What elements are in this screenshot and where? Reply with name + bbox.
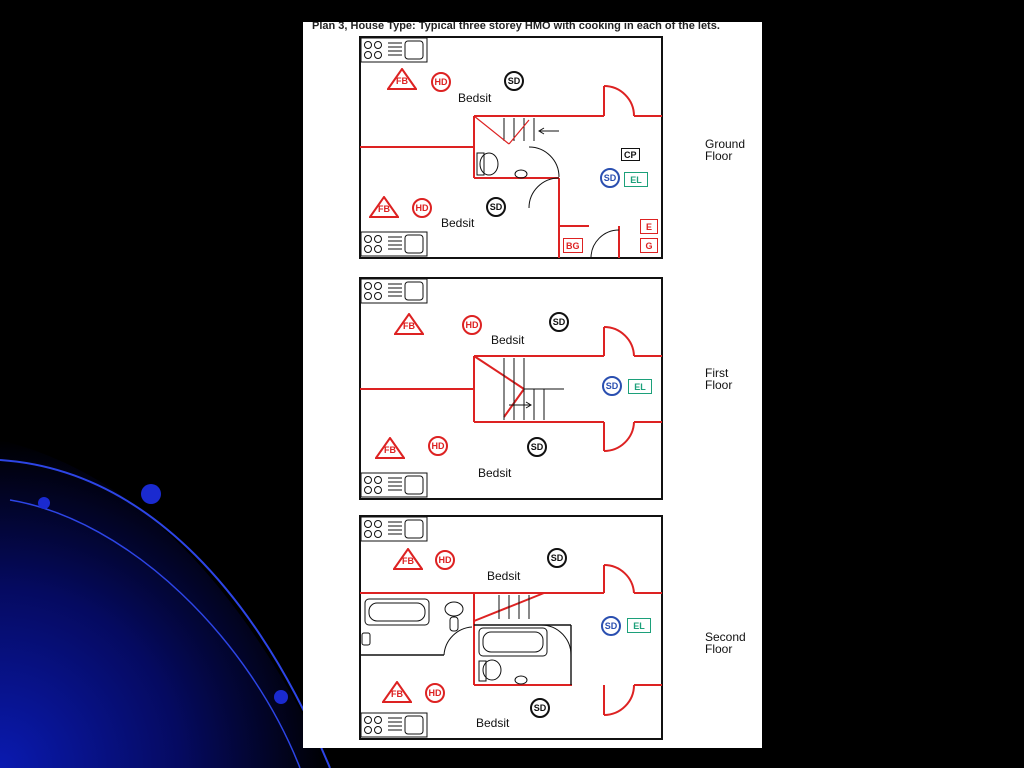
emergency-light-symbol: EL	[628, 379, 652, 394]
smoke-detector-symbol: SD	[600, 168, 620, 188]
fire-blanket-symbol: FB	[369, 196, 399, 218]
second-floor-plan: FB HD SD Bedsit FB HD SD Bedsit SD EL	[359, 515, 664, 741]
heat-detector-symbol: HD	[435, 550, 455, 570]
smoke-detector-symbol: SD	[486, 197, 506, 217]
ground-floor-walls	[359, 36, 663, 259]
boiler-gas-symbol: BG	[563, 238, 583, 253]
first-floor-walls	[359, 277, 663, 500]
smoke-detector-symbol: SD	[602, 376, 622, 396]
control-panel-symbol: CP	[621, 148, 640, 161]
emergency-light-symbol: EL	[627, 618, 651, 633]
heat-detector-symbol: HD	[462, 315, 482, 335]
electric-meter-symbol: E	[640, 219, 658, 234]
smoke-detector-symbol: SD	[601, 616, 621, 636]
floor-plan-document: Plan 3, House Type: Typical three storey…	[303, 22, 762, 748]
room-label-bedsit: Bedsit	[487, 569, 521, 583]
room-label-bedsit: Bedsit	[441, 216, 475, 230]
heat-detector-symbol: HD	[412, 198, 432, 218]
smoke-detector-symbol: SD	[547, 548, 567, 568]
ground-floor-plan: FB HD SD Bedsit FB HD SD Bedsit CP SD EL…	[359, 36, 664, 260]
floor-label-ground: Ground Floor	[705, 137, 746, 163]
second-floor-walls	[359, 515, 663, 740]
room-label-bedsit: Bedsit	[491, 333, 525, 347]
smoke-detector-symbol: SD	[527, 437, 547, 457]
heat-detector-symbol: HD	[431, 72, 451, 92]
room-label-bedsit: Bedsit	[478, 466, 512, 480]
room-label-bedsit: Bedsit	[476, 716, 510, 730]
fire-blanket-symbol: FB	[394, 313, 424, 335]
heat-detector-symbol: HD	[428, 436, 448, 456]
floor-label-second: Second Floor	[705, 630, 746, 656]
emergency-light-symbol: EL	[624, 172, 648, 187]
plan-title: Plan 3, House Type: Typical three storey…	[312, 22, 720, 32]
heat-detector-symbol: HD	[425, 683, 445, 703]
fire-blanket-symbol: FB	[375, 437, 405, 459]
room-label-bedsit: Bedsit	[458, 91, 492, 105]
fire-blanket-symbol: FB	[382, 681, 412, 703]
gas-meter-symbol: G	[640, 238, 658, 253]
floor-label-first: First Floor	[705, 366, 733, 392]
first-floor-plan: FB HD SD Bedsit FB HD SD Bedsit SD EL	[359, 277, 664, 501]
smoke-detector-symbol: SD	[504, 71, 524, 91]
smoke-detector-symbol: SD	[549, 312, 569, 332]
fire-blanket-symbol: FB	[387, 68, 417, 90]
smoke-detector-symbol: SD	[530, 698, 550, 718]
fire-blanket-symbol: FB	[393, 548, 423, 570]
